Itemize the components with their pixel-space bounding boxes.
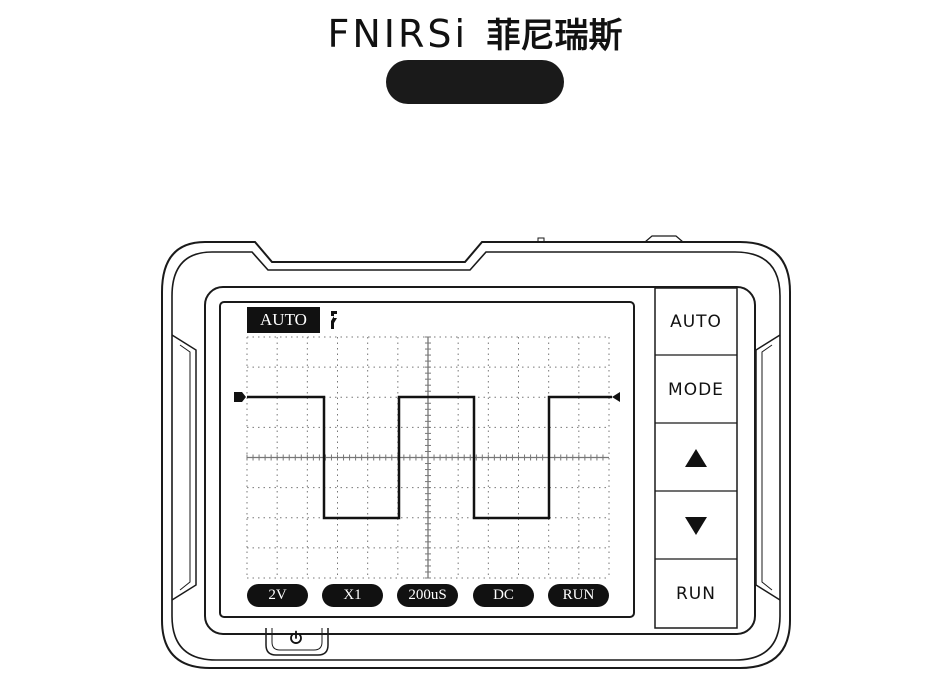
- down-button[interactable]: [656, 492, 736, 559]
- run-status-button[interactable]: RUN: [548, 584, 609, 607]
- power-icon[interactable]: [286, 628, 306, 648]
- trigger-edge-icon: [328, 309, 340, 331]
- volts-per-div-button[interactable]: 2V: [247, 584, 308, 607]
- time-per-div-button[interactable]: 200uS: [397, 584, 458, 607]
- trigger-mode-label: AUTO: [247, 307, 320, 333]
- probe-multiplier-button[interactable]: X1: [322, 584, 383, 607]
- channel-marker-icon: [234, 392, 246, 402]
- arrow-down-icon: [685, 517, 707, 535]
- scope-grid: [247, 337, 609, 578]
- trigger-level-icon: [612, 392, 620, 402]
- run-button[interactable]: RUN: [656, 560, 736, 627]
- auto-button[interactable]: AUTO: [656, 289, 736, 355]
- coupling-button[interactable]: DC: [473, 584, 534, 607]
- mode-button[interactable]: MODE: [656, 356, 736, 423]
- up-button[interactable]: [656, 424, 736, 491]
- arrow-up-icon: [685, 449, 707, 467]
